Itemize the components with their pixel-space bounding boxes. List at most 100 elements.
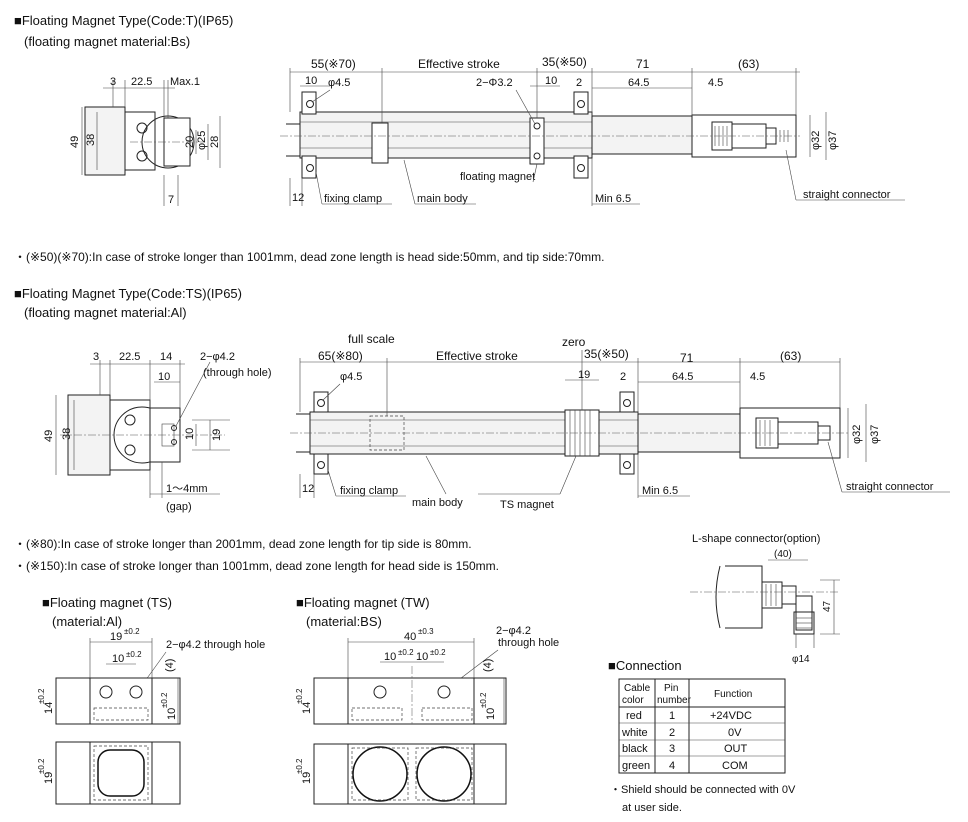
- floating-magnet-tw: ■Floating magnet (TW) (material:BS) 40 ±…: [295, 595, 559, 805]
- table-header-color: color: [622, 695, 644, 706]
- t-end-d25: φ25: [196, 131, 208, 150]
- ts-end-d10: 10: [158, 371, 170, 383]
- section-t-title: ■Floating Magnet Type(Code:T)(IP65): [14, 13, 233, 28]
- fm-ts-tol19v: ±0.2: [37, 758, 46, 774]
- table-row-pin: 3: [669, 743, 675, 755]
- t-phi32: φ32: [810, 131, 822, 150]
- ts-end-d38: 38: [61, 428, 73, 440]
- section-ts: ■Floating Magnet Type(Code:TS)(IP65) (fl…: [14, 286, 950, 573]
- fm-ts-tol14: ±0.2: [37, 688, 46, 704]
- ts-d65: 65(※80): [318, 349, 363, 363]
- ts-note2: ・(※150):In case of stroke longer than 10…: [14, 559, 499, 573]
- ts-end-d3: 3: [93, 351, 99, 363]
- ts-phi32: φ32: [851, 425, 863, 444]
- ts-min65: Min 6.5: [642, 485, 678, 497]
- lshape-d14: φ14: [792, 654, 810, 665]
- t-fixing-clamp: fixing clamp: [324, 193, 382, 205]
- ts-d12: 12: [302, 483, 314, 495]
- ts-end-d22: 22.5: [119, 351, 140, 363]
- connection-note1: ・Shield should be connected with 0V: [610, 784, 796, 796]
- table-row-color: white: [621, 727, 648, 739]
- t-end-d3: 3: [110, 76, 116, 88]
- table-row-pin: 2: [669, 727, 675, 739]
- fm-tw-d10a: 10: [384, 651, 396, 663]
- ts-d63: (63): [780, 349, 801, 363]
- fm-ts-hole: 2−φ4.2 through hole: [166, 639, 265, 651]
- table-row-color: red: [626, 710, 642, 722]
- t-d71: 71: [636, 57, 650, 71]
- ts-zero: zero: [562, 335, 586, 349]
- t-d10a: 10: [305, 75, 317, 87]
- fm-ts-tol10v: ±0.2: [160, 692, 169, 708]
- ts-end-gap-label: (gap): [166, 501, 192, 513]
- t-end-max1: Max.1: [170, 76, 200, 88]
- fm-ts-d4: (4): [164, 659, 176, 672]
- ts-d71: 71: [680, 351, 694, 365]
- fm-tw-d14: 14: [301, 702, 313, 714]
- connection-note2: at user side.: [622, 802, 682, 814]
- fm-tw-tol14: ±0.2: [295, 688, 304, 704]
- ts-note1: ・(※80):In case of stroke longer than 200…: [14, 537, 472, 551]
- fm-ts-material: (material:Al): [52, 614, 122, 629]
- table-header-function: Function: [714, 689, 752, 700]
- t-end-view: 3 22.5 Max.1 49 38 20 φ25 28 7: [69, 76, 221, 206]
- fm-tw-title: ■Floating magnet (TW): [296, 595, 430, 610]
- fm-tw-material: (material:BS): [306, 614, 382, 629]
- ts-end-d10v: 10: [184, 428, 196, 440]
- t-d35: 35(※50): [542, 55, 587, 69]
- ts-d45: φ4.5: [340, 371, 362, 383]
- fm-tw-d10v: 10: [485, 708, 497, 720]
- table-row-pin: 1: [669, 710, 675, 722]
- t-phi37: φ37: [827, 131, 839, 150]
- t-end-d38: 38: [85, 134, 97, 146]
- ts-side-view: full scale zero 65(※80) Effective stroke…: [290, 332, 950, 511]
- fm-tw-tol10b: ±0.2: [430, 648, 446, 657]
- fm-tw-tol19v: ±0.2: [295, 758, 304, 774]
- fm-tw-tol10a: ±0.2: [398, 648, 414, 657]
- ts-stroke: Effective stroke: [436, 349, 518, 363]
- ts-d35: 35(※50): [584, 347, 629, 361]
- t-d2: 2: [576, 77, 582, 89]
- fm-tw-d40: 40: [404, 631, 416, 643]
- ts-end-hole: 2−φ4.2: [200, 351, 235, 363]
- section-ts-title: ■Floating Magnet Type(Code:TS)(IP65): [14, 286, 242, 301]
- table-row-color: green: [622, 760, 650, 772]
- t-end-d22: 22.5: [131, 76, 152, 88]
- ts-full-scale: full scale: [348, 332, 395, 346]
- table-row-function: OUT: [724, 743, 748, 755]
- table-row-function: +24VDC: [710, 710, 752, 722]
- table-header-pin: Pin: [664, 683, 678, 694]
- ts-fixing-clamp: fixing clamp: [340, 485, 398, 497]
- lshape-d47: 47: [822, 600, 833, 612]
- ts-end-d49: 49: [43, 430, 55, 442]
- fm-ts-d19v: 19: [43, 772, 55, 784]
- ts-ts-magnet: TS magnet: [500, 499, 554, 511]
- connection-table: ■Connection Cable color Pin number Funct…: [608, 658, 796, 814]
- table-row-function: 0V: [728, 727, 742, 739]
- fm-tw-hole1: 2−φ4.2: [496, 625, 531, 637]
- ts-phi37: φ37: [869, 425, 881, 444]
- fm-ts-tol19: ±0.2: [124, 627, 140, 636]
- lshape-d40: (40): [774, 549, 792, 560]
- fm-ts-d10v: 10: [166, 708, 178, 720]
- fm-ts-d10: 10: [112, 653, 124, 665]
- t-d55: 55(※70): [311, 57, 356, 71]
- fm-ts-tol10: ±0.2: [126, 650, 142, 659]
- t-main-body: main body: [417, 193, 468, 205]
- table-row-function: COM: [722, 760, 748, 772]
- fm-tw-tol40: ±0.3: [418, 627, 434, 636]
- ts-end-d19: 19: [211, 429, 223, 441]
- ts-d2: 2: [620, 371, 626, 383]
- fm-ts-d19: 19: [110, 631, 122, 643]
- t-side-view: 55(※70) Effective stroke 35(※50) 71 (63)…: [280, 55, 905, 206]
- fm-tw-hole2: through hole: [498, 637, 559, 649]
- t-d63: (63): [738, 57, 759, 71]
- t-straight-connector: straight connector: [803, 189, 891, 201]
- ts-d19b: 19: [578, 369, 590, 381]
- ts-d645: 64.5: [672, 371, 693, 383]
- section-ts-material: (floating magnet material:Al): [24, 305, 187, 320]
- t-stroke: Effective stroke: [418, 57, 500, 71]
- ts-main-body: main body: [412, 497, 463, 509]
- ts-end-through: (through hole): [203, 367, 272, 379]
